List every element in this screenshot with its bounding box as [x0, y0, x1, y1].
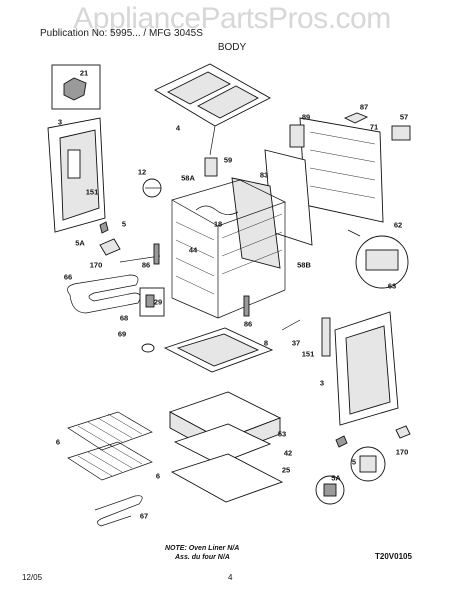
callout-170: 170: [89, 260, 103, 270]
note-oven-liner: NOTE: Oven Liner N/A: [165, 545, 240, 552]
callout-53: 53: [277, 429, 287, 439]
part-89: [289, 124, 305, 148]
part-170-rod: [119, 255, 161, 263]
callout-57: 57: [399, 112, 409, 122]
callout-151-right: 151: [301, 349, 315, 359]
diagram-code: T20V0105: [375, 552, 412, 561]
callout-25: 25: [281, 465, 291, 475]
callout-12: 12: [137, 167, 147, 177]
callout-6: 6: [55, 437, 61, 447]
callout-21: 21: [79, 68, 89, 78]
part-42: [173, 423, 272, 465]
callout-68: 68: [119, 313, 129, 323]
publication-header: Publication No: 5995... / MFG 3045S: [40, 28, 203, 39]
callout-8: 8: [263, 338, 269, 348]
callout-87: 87: [359, 102, 369, 112]
callout-67: 67: [139, 511, 149, 521]
callout-5A-right: 5A: [331, 473, 341, 483]
part-57: [391, 125, 411, 141]
part-86-b: [243, 295, 250, 317]
callout-71: 71: [369, 122, 379, 132]
callout-58B: 58B: [297, 260, 311, 270]
footer-date: 12/05: [22, 573, 43, 582]
callout-66: 66: [63, 272, 73, 282]
note-oven-liner-fr: Ass. du four N/A: [175, 554, 230, 561]
callout-63: 63: [387, 281, 397, 291]
part-59: [204, 157, 218, 177]
callout-44: 44: [188, 245, 198, 255]
callout-86: 86: [141, 260, 151, 270]
callout-83: 83: [259, 170, 269, 180]
oven-cavity-frame: [171, 179, 286, 319]
callout-5A: 5A: [75, 238, 85, 248]
callout-69: 69: [117, 329, 127, 339]
part-86: [153, 243, 160, 265]
part-151-right: [321, 317, 331, 357]
callout-3: 3: [57, 117, 63, 127]
callout-3-right: 3: [319, 378, 325, 388]
part-5: [99, 221, 109, 234]
watermark: AppliancePartsPros.com: [73, 2, 391, 35]
callout-18: 18: [213, 219, 223, 229]
part-62-block: [365, 249, 399, 271]
part-4-cooktop: [154, 63, 271, 127]
part-170-right: [395, 425, 411, 439]
part-21-knob: [63, 77, 87, 101]
part-5A: [99, 238, 121, 256]
section-title: BODY: [217, 42, 247, 53]
callout-89: 89: [301, 112, 311, 122]
callout-62: 62: [393, 220, 403, 230]
part-87: [343, 112, 369, 124]
part-67-element: [94, 495, 143, 527]
callout-86-b: 86: [243, 319, 253, 329]
callout-170-right: 170: [395, 447, 409, 457]
callout-5-right: 5: [351, 457, 357, 467]
part-6-rack-lower: [67, 441, 153, 481]
callout-5: 5: [121, 219, 127, 229]
part-6-rack-upper: [67, 411, 153, 451]
part-71-back-panel: [299, 117, 384, 223]
callout-4: 4: [175, 123, 181, 133]
callout-6-lower: 6: [155, 471, 161, 481]
callout-151: 151: [85, 187, 99, 197]
part-25: [170, 453, 284, 503]
callout-58A: 58A: [181, 173, 195, 183]
part-69: [141, 343, 155, 353]
callout-42: 42: [283, 448, 293, 458]
callout-59: 59: [223, 155, 233, 165]
part-18-harness: [195, 205, 239, 215]
part-37: [281, 319, 301, 331]
callout-29: 29: [153, 297, 163, 307]
part-66-element: [67, 274, 141, 314]
page-number: 4: [228, 573, 233, 582]
callout-37: 37: [291, 338, 301, 348]
